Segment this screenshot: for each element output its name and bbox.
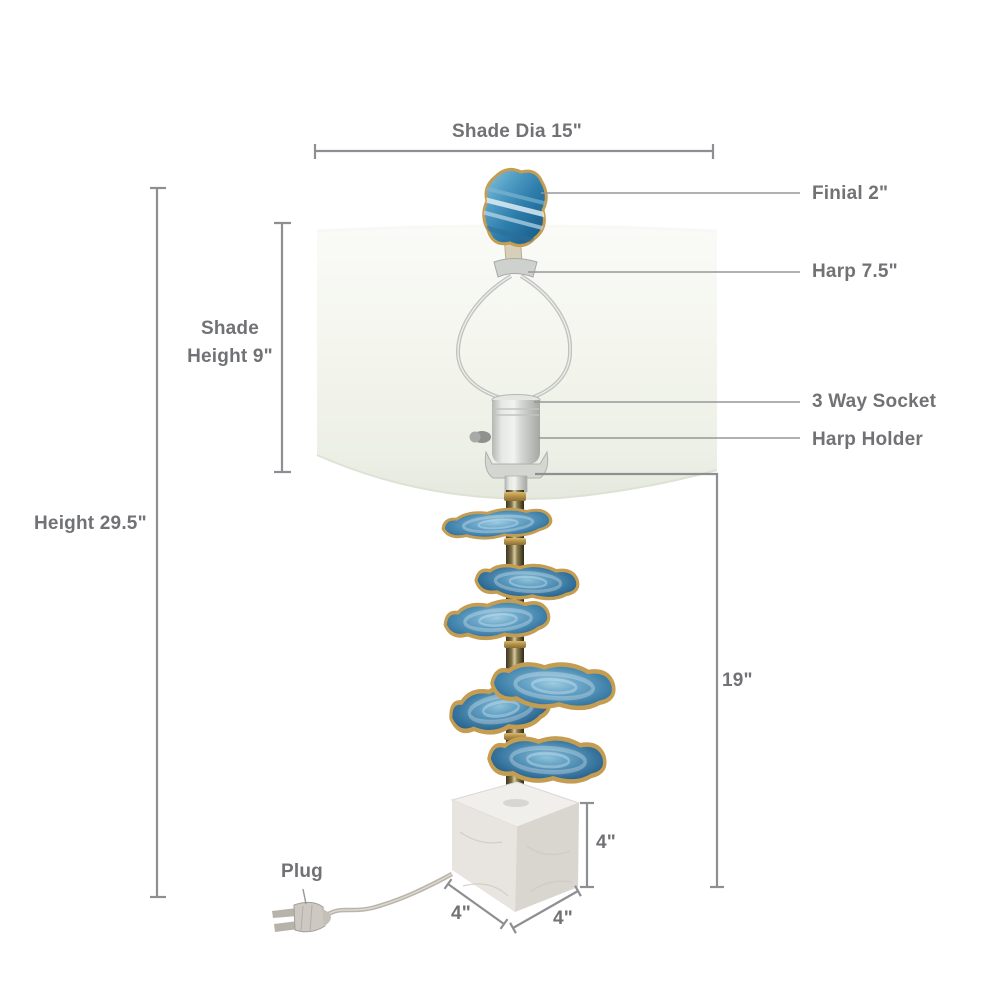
- finial-agate: [482, 167, 548, 248]
- overall-height-label: Height 29.5": [34, 513, 147, 534]
- base-depth-label: 4": [553, 908, 573, 929]
- base-height-dimension-line: [580, 801, 594, 889]
- harp-holder-label: Harp Holder: [812, 429, 923, 450]
- base-height-label: 4": [596, 832, 616, 853]
- rod-height-dimension-line: [535, 472, 724, 889]
- shade-dia-label: Shade Dia 15": [452, 121, 582, 142]
- shade-height-dimension-line: [274, 221, 291, 474]
- base-width-label: 4": [451, 903, 471, 924]
- shade-height-label: Shade Height 9": [187, 318, 273, 367]
- overall-height-dimension-line: [150, 186, 166, 899]
- marble-base: [450, 781, 581, 912]
- rod-height-label: 19": [722, 670, 753, 691]
- lamp-shade: [317, 226, 717, 499]
- base-depth-dimension-line: [509, 885, 582, 934]
- harp-saddle: [493, 258, 538, 278]
- socket-neck: [504, 475, 528, 493]
- shade-dia-dimension-line: [313, 144, 715, 159]
- finial-label: Finial 2": [812, 183, 889, 204]
- harp-holder-bracket: [484, 450, 549, 479]
- power-plug: [272, 901, 331, 933]
- base-width-dimension-line: [443, 878, 509, 930]
- power-cord: [325, 872, 454, 917]
- agate-slices: [440, 504, 615, 784]
- lamp-shade-bottom-rim: [316, 454, 718, 500]
- agate-slice-6: [488, 735, 606, 784]
- harp-label: Harp 7.5": [812, 261, 898, 282]
- harp: [455, 274, 573, 400]
- socket-label: 3 Way Socket: [812, 391, 937, 412]
- agate-slice-3: [441, 596, 552, 644]
- plug-leader-line: [302, 888, 307, 905]
- agate-slice-1: [440, 504, 554, 543]
- agate-slice-2: [473, 560, 581, 603]
- plug-label: Plug: [281, 861, 323, 882]
- lamp-socket: [469, 394, 541, 464]
